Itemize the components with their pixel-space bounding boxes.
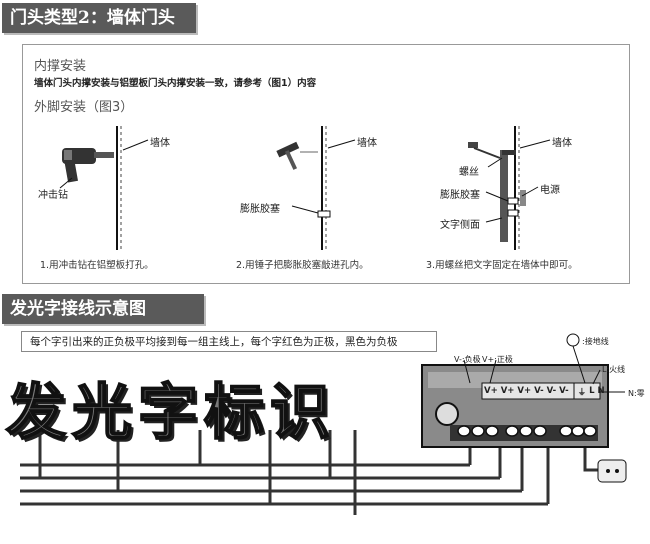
step2-illustration [276,126,356,250]
wiring-note: 每个字引出来的正负极平均接到每一组主线上，每个字红色为正极，黑色为负极 [21,331,437,352]
psu-terminal-strip: V+ V+ V+ V- V- V- ⏚ L N [484,386,605,398]
outer-leg-subtitle: 外脚安装（图3） [34,100,134,115]
step3-wall-label: 墙体 [552,138,572,149]
screw-icon [502,150,516,155]
step1-illustration [59,126,149,250]
step3-caption: 3.用螺丝把文字固定在墙体中即可。 [426,260,578,271]
step3-screw-label: 螺丝 [459,167,479,178]
step3-power-label: 电源 [540,185,560,196]
letter-side-icon [500,150,508,242]
inner-support-title: 内撑安装 [34,59,87,74]
psu-live-label: L:火线 [602,365,626,374]
terminal-label: V+ [484,386,498,396]
terminal-label: V- [559,386,569,396]
step1-drill-label: 冲击钻 [38,190,68,201]
luminous-sign-text: 发光字标识 [5,377,336,449]
step1-caption: 1.用冲击钻在铝塑板打孔。 [40,260,154,271]
psu-screw-terminals [457,425,597,437]
psu-ground-label: :接地线 [582,337,609,346]
hammer-icon [276,141,300,170]
terminal-label: V- [534,386,544,396]
terminal-label: N [597,386,605,396]
step3-illustration [468,126,551,250]
step2-caption: 2.用锤子把膨胀胶塞敲进孔内。 [236,260,369,271]
terminal-label: L [589,386,595,396]
step1-wall-label: 墙体 [150,138,170,149]
step2-plug-label: 膨胀胶塞 [240,204,280,215]
section-banner-wall-signage: 门头类型2：墙体门头 [2,3,196,33]
terminal-label: V+ [517,386,532,396]
section-banner-wiring: 发光字接线示意图 [2,294,204,324]
expansion-plug-icon [317,210,331,218]
step3-plug-label: 膨胀胶塞 [440,190,480,201]
terminal-label: ⏚ [577,388,587,398]
power-plug-icon [597,459,627,483]
step2-wall-label: 墙体 [357,138,377,149]
step3-letter-side-label: 文字侧面 [440,220,480,231]
psu-neg-label: V-:负极 [454,355,481,364]
terminal-label: V- [546,386,557,396]
hammer-drill-icon [62,148,114,183]
inner-support-desc: 墙体门头内撑安装与铝塑板门头内撑安装一致，请参考（图1）内容 [34,78,317,89]
ground-icon [566,333,580,347]
psu-pos-label: V+:正极 [482,355,513,364]
terminal-label: V+ [500,386,515,396]
psu-neutral-label: N:零 [628,389,645,398]
